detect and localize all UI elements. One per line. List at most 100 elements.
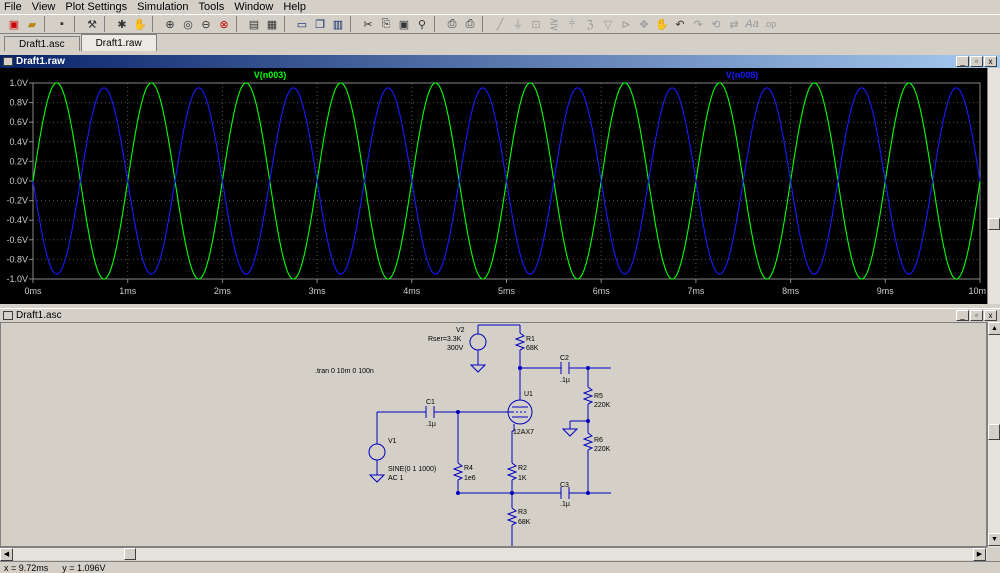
drag-icon[interactable]: ✋ xyxy=(655,18,669,31)
component-icon[interactable]: ⊳ xyxy=(621,18,631,31)
run-icon[interactable]: ✱ xyxy=(117,18,127,31)
print-setup-icon[interactable]: ⎙ xyxy=(447,17,457,30)
scroll-right-arrow-icon[interactable]: ▶ xyxy=(973,548,986,561)
scroll-left-arrow-icon[interactable]: ◀ xyxy=(0,548,13,561)
r6-name: R6 xyxy=(594,437,603,444)
halt-icon[interactable]: ✋ xyxy=(133,18,147,31)
new-schematic-icon[interactable]: ▣ xyxy=(8,18,20,31)
schematic-editor[interactable]: .tran 0 10m 0 100n V2 Rser=3.3K 300V R1 … xyxy=(0,322,987,547)
redo-icon[interactable]: ↷ xyxy=(693,18,703,31)
x-tick-label: 2ms xyxy=(214,286,232,296)
inductor-icon[interactable]: ℨ xyxy=(586,18,594,31)
grid-icon[interactable]: ▦ xyxy=(266,18,278,31)
tile-horizontal-icon[interactable]: ▭ xyxy=(296,18,308,31)
u1-name: U1 xyxy=(524,391,533,398)
r5-value: 220K xyxy=(594,402,611,409)
r4-value: 1e6 xyxy=(464,475,476,482)
tile-vertical-icon[interactable]: ▥ xyxy=(332,18,344,31)
scroll-down-arrow-icon[interactable]: ▼ xyxy=(988,533,1000,546)
x-tick-label: 9ms xyxy=(877,286,895,296)
y-tick-label: -0.6V xyxy=(6,235,28,245)
plot-close-button[interactable]: x xyxy=(984,56,997,67)
cascade-icon[interactable]: ❐ xyxy=(315,18,325,31)
paste-icon[interactable]: ▣ xyxy=(398,18,410,31)
capacitor-icon[interactable]: ⫩ xyxy=(568,17,576,30)
r1-name: R1 xyxy=(526,336,535,343)
r4-name: R4 xyxy=(464,465,473,472)
menu-plot-settings[interactable]: Plot Settings xyxy=(65,1,128,13)
undo-icon[interactable]: ↶ xyxy=(675,18,685,31)
r3-value: 68K xyxy=(518,519,531,526)
tab-draft1-raw[interactable]: Draft1.raw xyxy=(80,34,157,51)
v1-name: V1 xyxy=(388,438,397,445)
open-folder-icon[interactable]: ▰ xyxy=(27,18,37,31)
schematic-hscroll-thumb[interactable] xyxy=(124,548,136,560)
diode-icon[interactable]: ▽ xyxy=(603,18,613,31)
schematic-close-button[interactable]: x xyxy=(984,310,997,321)
schematic-window-title: Draft1.asc xyxy=(16,309,62,321)
mirror-icon[interactable]: ⇄ xyxy=(729,18,739,31)
zoom-out-icon[interactable]: ⊖ xyxy=(201,18,211,31)
c1-value: .1µ xyxy=(426,421,436,428)
zoom-in-icon[interactable]: ⊕ xyxy=(165,18,175,31)
copy-icon[interactable]: ⎘ xyxy=(381,17,391,30)
menu-window[interactable]: Window xyxy=(234,1,274,13)
r1-value: 68K xyxy=(526,345,539,352)
c1-name: C1 xyxy=(426,399,435,406)
y-tick-label: -0.4V xyxy=(6,215,28,225)
menu-view[interactable]: View xyxy=(31,1,56,13)
menu-tools[interactable]: Tools xyxy=(198,1,225,13)
x-tick-label: 5ms xyxy=(498,286,516,296)
schematic-window-titlebar[interactable]: Draft1.asc _ ▫ x xyxy=(0,308,1000,321)
x-tick-label: 6ms xyxy=(593,286,611,296)
schematic-restore-button[interactable]: ▫ xyxy=(970,310,983,321)
autorange-icon[interactable]: ▤ xyxy=(248,18,260,31)
move-icon[interactable]: ✥ xyxy=(639,18,649,31)
menu-bar: File View Plot Settings Simulation Tools… xyxy=(0,0,1000,14)
plot-minimize-button[interactable]: _ xyxy=(956,56,969,67)
zoom-fit-icon[interactable]: ⊗ xyxy=(219,18,229,31)
ground-icon[interactable]: ⏚ xyxy=(512,19,524,31)
x-tick-label: 10m xyxy=(968,286,986,296)
schematic-minimize-button[interactable]: _ xyxy=(956,310,969,321)
v1-value: SINE(0 1 1000) xyxy=(388,466,436,473)
label-net-icon[interactable]: ⊡ xyxy=(531,18,541,31)
toolbar-separator xyxy=(482,16,488,32)
legend-label-0: V(n003) xyxy=(254,70,287,80)
y-tick-label: -0.8V xyxy=(6,254,28,264)
menu-simulation[interactable]: Simulation xyxy=(137,1,189,13)
c2-name: C2 xyxy=(560,355,569,362)
x-tick-label: 1ms xyxy=(119,286,137,296)
cut-icon[interactable]: ✂ xyxy=(363,18,373,31)
plot-restore-button[interactable]: ▫ xyxy=(970,56,983,67)
rotate-icon[interactable]: ⟲ xyxy=(711,18,721,31)
series-line-1 xyxy=(32,87,981,275)
schematic-horizontal-scrollbar[interactable]: ◀ ▶ xyxy=(0,547,987,561)
wire-icon[interactable]: ╱ xyxy=(496,18,504,31)
text-icon[interactable]: Aa xyxy=(745,18,759,30)
x-tick-label: 3ms xyxy=(309,286,327,296)
plot-vertical-scrollbar[interactable] xyxy=(987,68,1000,304)
toolbar-separator xyxy=(104,16,110,32)
control-panel-icon[interactable]: ⚒ xyxy=(87,18,97,31)
pan-icon[interactable]: ◎ xyxy=(183,18,193,31)
r2-name: R2 xyxy=(518,465,527,472)
schematic-vertical-scrollbar[interactable]: ▲ ▼ xyxy=(987,322,1000,547)
c3-value: .1µ xyxy=(560,501,570,508)
resistor-icon[interactable]: ⋛ xyxy=(549,18,559,31)
waveform-window-icon xyxy=(3,57,13,66)
schematic-vscroll-thumb[interactable] xyxy=(988,424,1000,440)
menu-file[interactable]: File xyxy=(4,1,22,13)
plot-window-titlebar[interactable]: Draft1.raw _ ▫ x xyxy=(0,55,1000,68)
v1-ac: AC 1 xyxy=(388,475,404,482)
spice-directive-icon[interactable]: .op xyxy=(763,19,777,29)
find-icon[interactable]: ⚲ xyxy=(417,18,427,31)
spice-directive[interactable]: .tran 0 10m 0 100n xyxy=(315,368,374,375)
tab-draft1-asc[interactable]: Draft1.asc xyxy=(4,36,80,51)
menu-help[interactable]: Help xyxy=(283,1,306,13)
plot-scroll-thumb[interactable] xyxy=(988,218,1000,230)
print-icon[interactable]: ⎙ xyxy=(465,17,475,30)
save-icon[interactable]: ▪ xyxy=(60,18,64,30)
scroll-up-arrow-icon[interactable]: ▲ xyxy=(988,322,1000,335)
